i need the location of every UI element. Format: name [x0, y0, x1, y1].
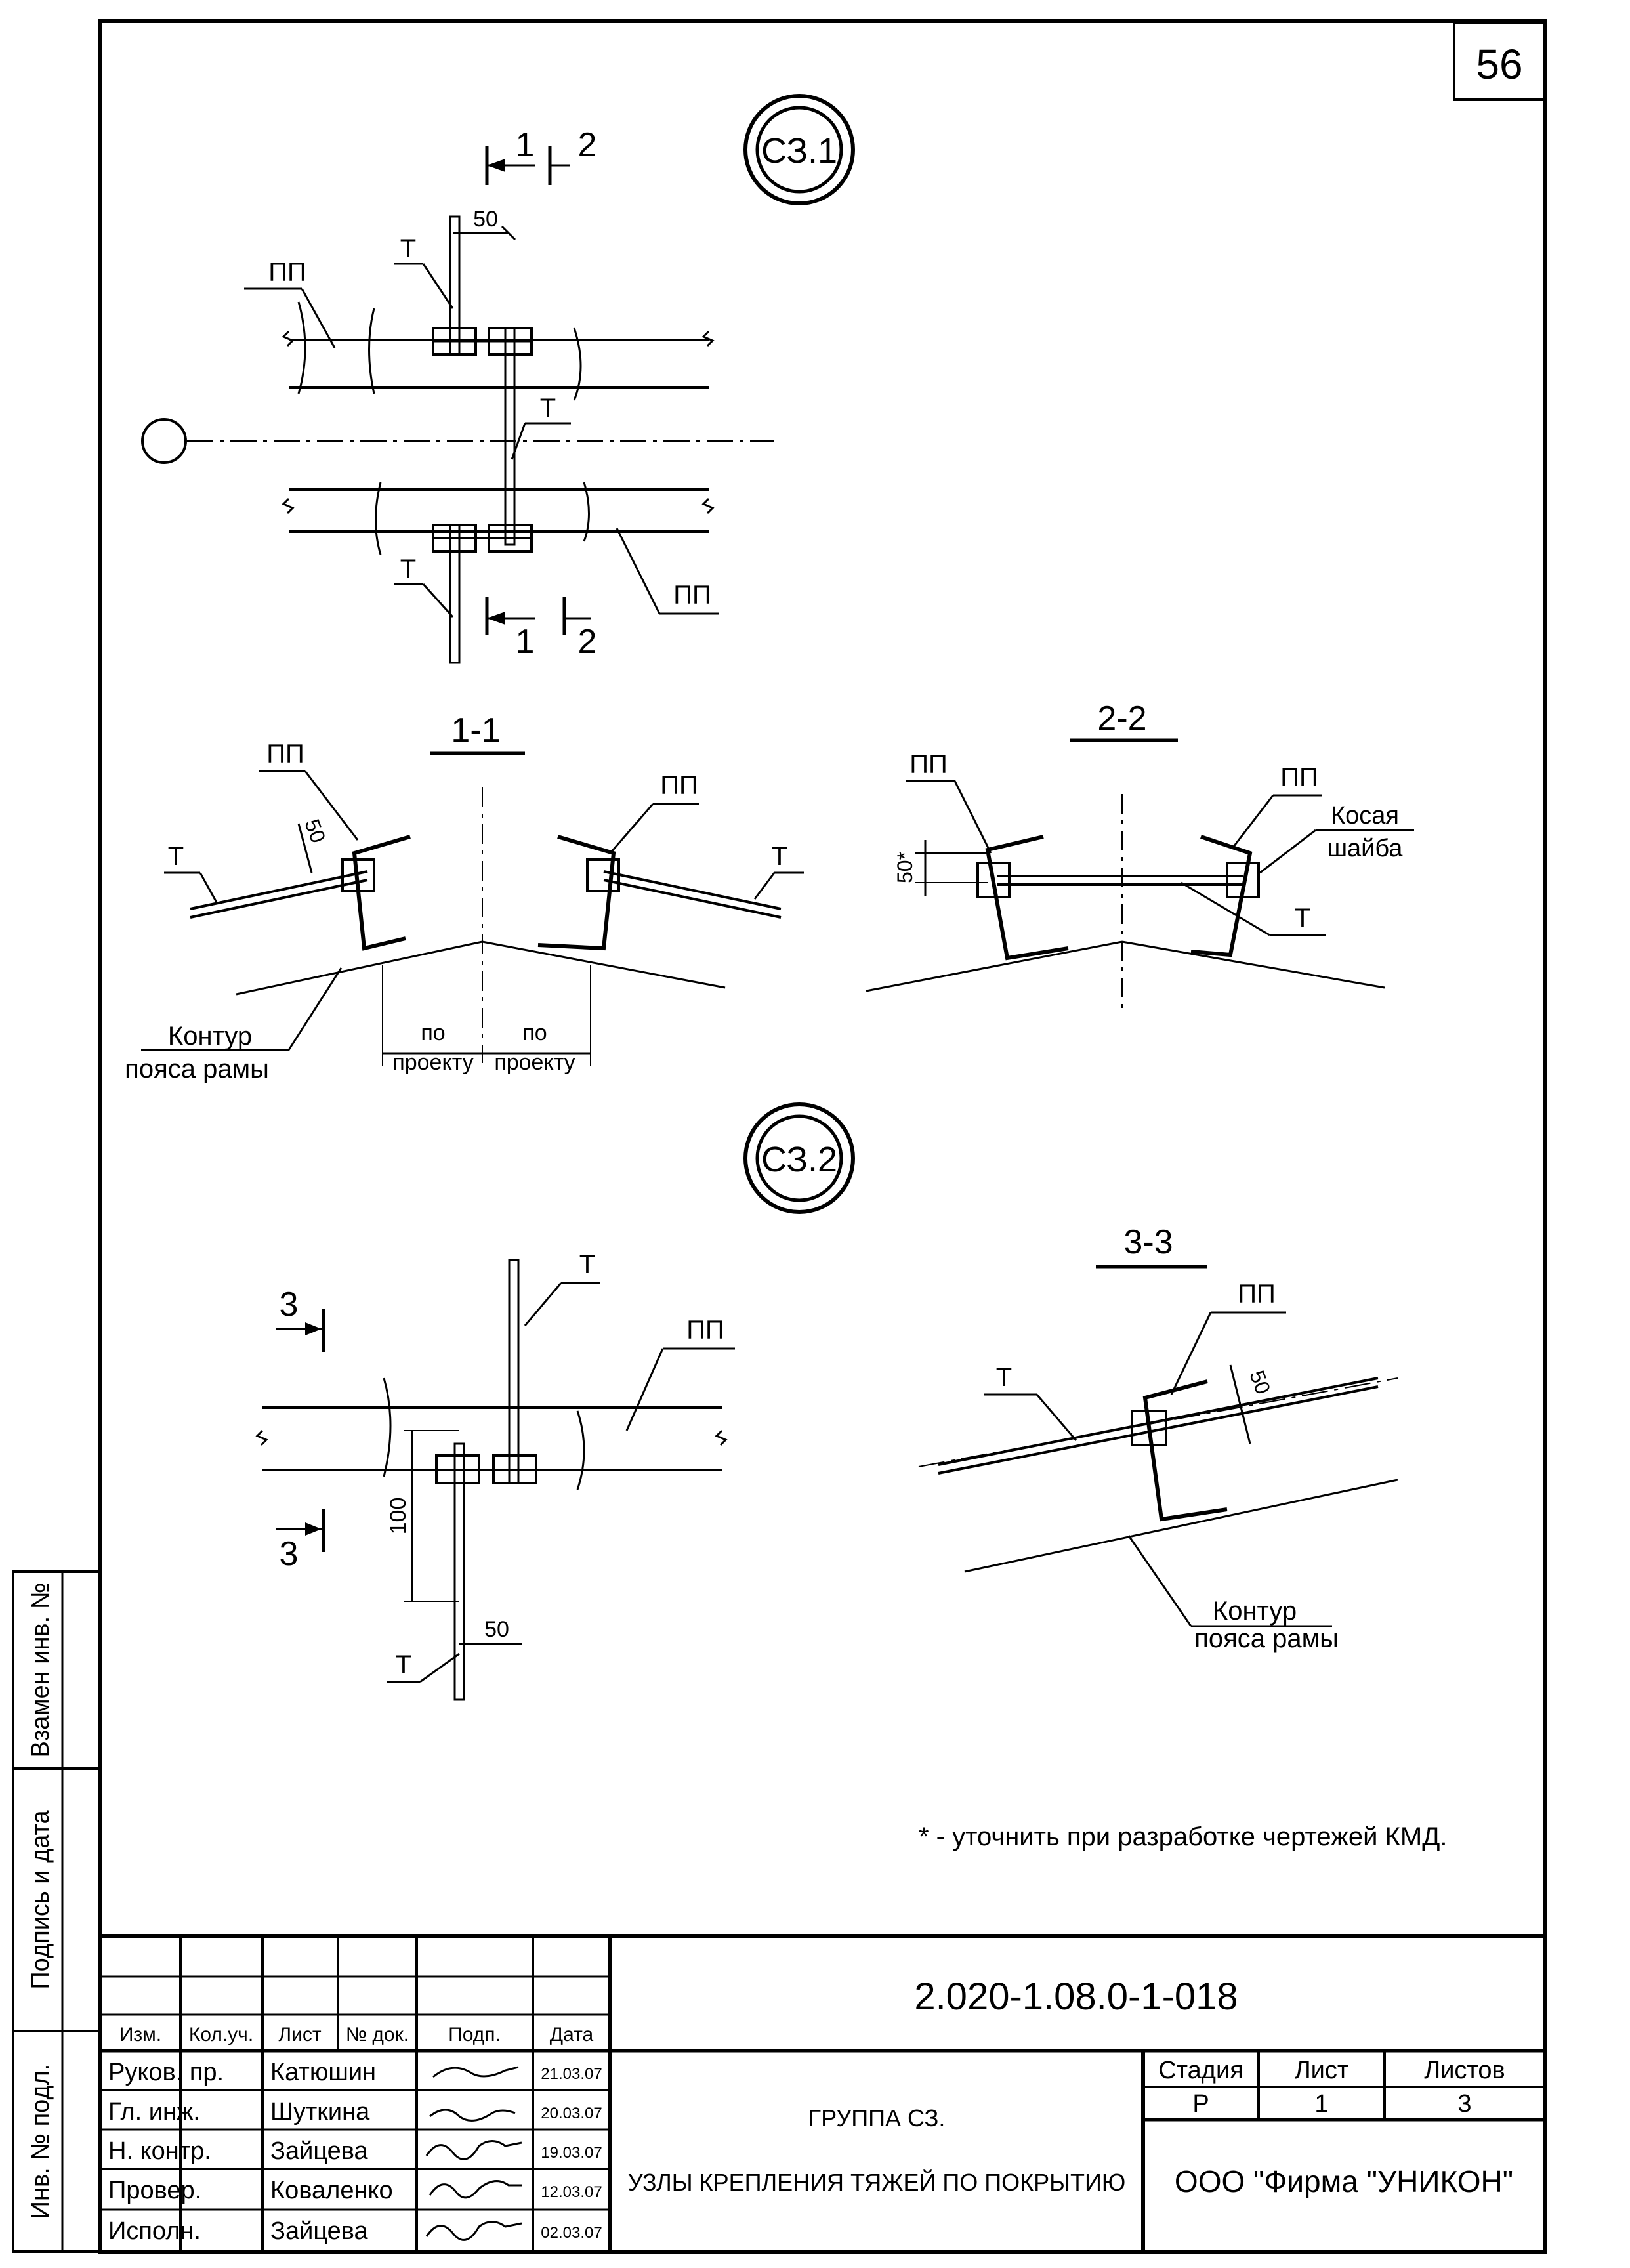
- label-t-c32-top: Т: [579, 1250, 595, 1279]
- label-t-c31-bottom: Т: [400, 555, 416, 583]
- section-mark-3-bottom: 3: [280, 1535, 299, 1573]
- tb-role-0: Руков. пр.: [108, 2059, 224, 2086]
- tb-date-4: 02.03.07: [541, 2224, 602, 2242]
- tb-date-1: 20.03.07: [541, 2105, 602, 2122]
- section-3-3: 3-3 50 ПП Т Контур пояса рамы: [918, 1223, 1398, 1653]
- section-mark-2-top: 2: [578, 126, 597, 164]
- section-mark-1-bottom: 1: [516, 623, 535, 661]
- label-contour2-1-1: пояса рамы: [125, 1055, 269, 1083]
- tb-header-ndok: № док.: [346, 2024, 409, 2046]
- dim-50-3-3: 50: [1245, 1367, 1275, 1397]
- section-mark-2-bottom: 2: [578, 623, 597, 661]
- label-po-left: по: [421, 1020, 445, 1045]
- footnote: * - уточнить при разработке чертежей КМД…: [919, 1822, 1447, 1851]
- node-c32-marker: СЗ.2: [743, 1102, 855, 1214]
- label-pp-2-2-left: ПП: [909, 750, 948, 779]
- tb-stage-label: Стадия: [1158, 2057, 1243, 2084]
- tb-role-4: Исполн.: [108, 2217, 201, 2245]
- tb-date-2: 19.03.07: [541, 2144, 602, 2162]
- dim-50-c31: 50: [473, 207, 498, 232]
- label-t-1-1-right: Т: [772, 842, 787, 871]
- title-block: Изм. Кол.уч. Лист № док. Подп. Дата Руко…: [98, 1934, 1547, 2254]
- tb-name-1: Шуткина: [270, 2098, 370, 2126]
- tb-name-3: Коваленко: [270, 2177, 393, 2204]
- tb-company: ООО "Фирма "УНИКОН": [1175, 2164, 1513, 2198]
- dim-50-c32: 50: [484, 1617, 509, 1642]
- section-1-1: 1-1 50 ПП Т ПП Т: [125, 711, 804, 1083]
- label-t-c31-top: Т: [400, 234, 416, 263]
- label-t-c31-mid: Т: [540, 394, 556, 423]
- tb-header-data: Дата: [550, 2024, 594, 2046]
- tb-name-4: Зайцева: [270, 2217, 369, 2245]
- tb-sheets-label: Листов: [1424, 2057, 1505, 2084]
- node-c31-marker: СЗ.1: [743, 94, 855, 205]
- signatures: [425, 2066, 522, 2241]
- label-contour-3-3: Контур: [1213, 1597, 1297, 1626]
- label-contour-1-1: Контур: [168, 1022, 252, 1051]
- tb-header-izm: Изм.: [119, 2024, 161, 2046]
- tb-sheets: 3: [1457, 2090, 1471, 2118]
- label-pp-1-1-left: ПП: [266, 740, 304, 768]
- section-title-3-3: 3-3: [1123, 1223, 1173, 1261]
- tb-header-list: Лист: [278, 2024, 321, 2046]
- label-proektu-left: проекту: [392, 1050, 473, 1075]
- tb-name-0: Катюшин: [270, 2059, 376, 2086]
- label-t-2-2: Т: [1295, 904, 1310, 933]
- tb-sheet: 1: [1314, 2090, 1328, 2118]
- sheet-number: 56: [1476, 41, 1522, 88]
- section-title-1-1: 1-1: [451, 711, 500, 749]
- label-pp-c31-top: ПП: [268, 258, 306, 287]
- tb-title-line1: ГРУППА СЗ.: [808, 2105, 946, 2132]
- label-pp-c31-bottom: ПП: [673, 581, 711, 610]
- sheet-number-box: 56: [1453, 21, 1546, 101]
- label-shaiba: шайба: [1327, 835, 1404, 862]
- tb-header-kol: Кол.уч.: [189, 2024, 253, 2046]
- dim-50s-2-2: 50*: [893, 852, 917, 883]
- label-t-c32-bottom: Т: [396, 1650, 411, 1679]
- tb-role-3: Провер.: [108, 2177, 201, 2204]
- tb-sheet-label: Лист: [1295, 2057, 1349, 2084]
- section-mark-3-top: 3: [280, 1286, 299, 1324]
- label-po-right: по: [522, 1020, 547, 1045]
- label-pp-2-2-right: ПП: [1280, 763, 1318, 792]
- plan-c32: 3 100 50 Т ПП Т 3: [255, 1250, 735, 1701]
- tb-date-3: 12.03.07: [541, 2183, 602, 2201]
- label-pp-1-1-right: ПП: [660, 771, 698, 800]
- label-pp-3-3: ПП: [1238, 1280, 1276, 1309]
- side-stamp-vzamen: Взамен инв. №: [27, 1583, 54, 1758]
- tb-role-1: Гл. инж.: [108, 2098, 200, 2126]
- tb-title-line2: УЗЛЫ КРЕПЛЕНИЯ ТЯЖЕЙ ПО ПОКРЫТИЮ: [628, 2168, 1125, 2196]
- tb-date-0: 21.03.07: [541, 2065, 602, 2083]
- tb-name-2: Зайцева: [270, 2137, 369, 2165]
- section-mark-1-top: 1: [516, 126, 535, 164]
- node-c32-label: СЗ.2: [761, 1140, 837, 1179]
- label-pp-c32: ПП: [686, 1316, 724, 1345]
- label-kosaya: Косая: [1331, 802, 1399, 830]
- node-c31-label: СЗ.1: [761, 131, 837, 171]
- side-stamp: Взамен инв. № Подпись и дата Инв. № подл…: [12, 1570, 102, 2253]
- label-contour2-3-3: пояса рамы: [1194, 1624, 1339, 1653]
- label-t-1-1-left: Т: [168, 842, 184, 871]
- dim-50-1-1: 50: [300, 816, 330, 846]
- side-stamp-inv: Инв. № подл.: [27, 2064, 54, 2219]
- section-title-2-2: 2-2: [1097, 700, 1146, 738]
- side-stamp-podpis: Подпись и дата: [27, 1809, 54, 1989]
- sheet-frame: [98, 19, 1547, 2254]
- label-proektu-right: проекту: [494, 1050, 575, 1075]
- section-2-2: 2-2 50* ПП ПП Косая шайба Т: [866, 700, 1414, 1011]
- tb-header-podp: Подп.: [448, 2024, 501, 2046]
- tb-stage: Р: [1192, 2090, 1209, 2118]
- label-t-3-3: Т: [996, 1363, 1012, 1392]
- tb-role-2: Н. контр.: [108, 2137, 211, 2165]
- tb-doc-code: 2.020-1.08.0-1-018: [914, 1975, 1238, 2018]
- dim-100-c32: 100: [386, 1498, 411, 1535]
- plan-c31: 1 2 50: [141, 126, 774, 664]
